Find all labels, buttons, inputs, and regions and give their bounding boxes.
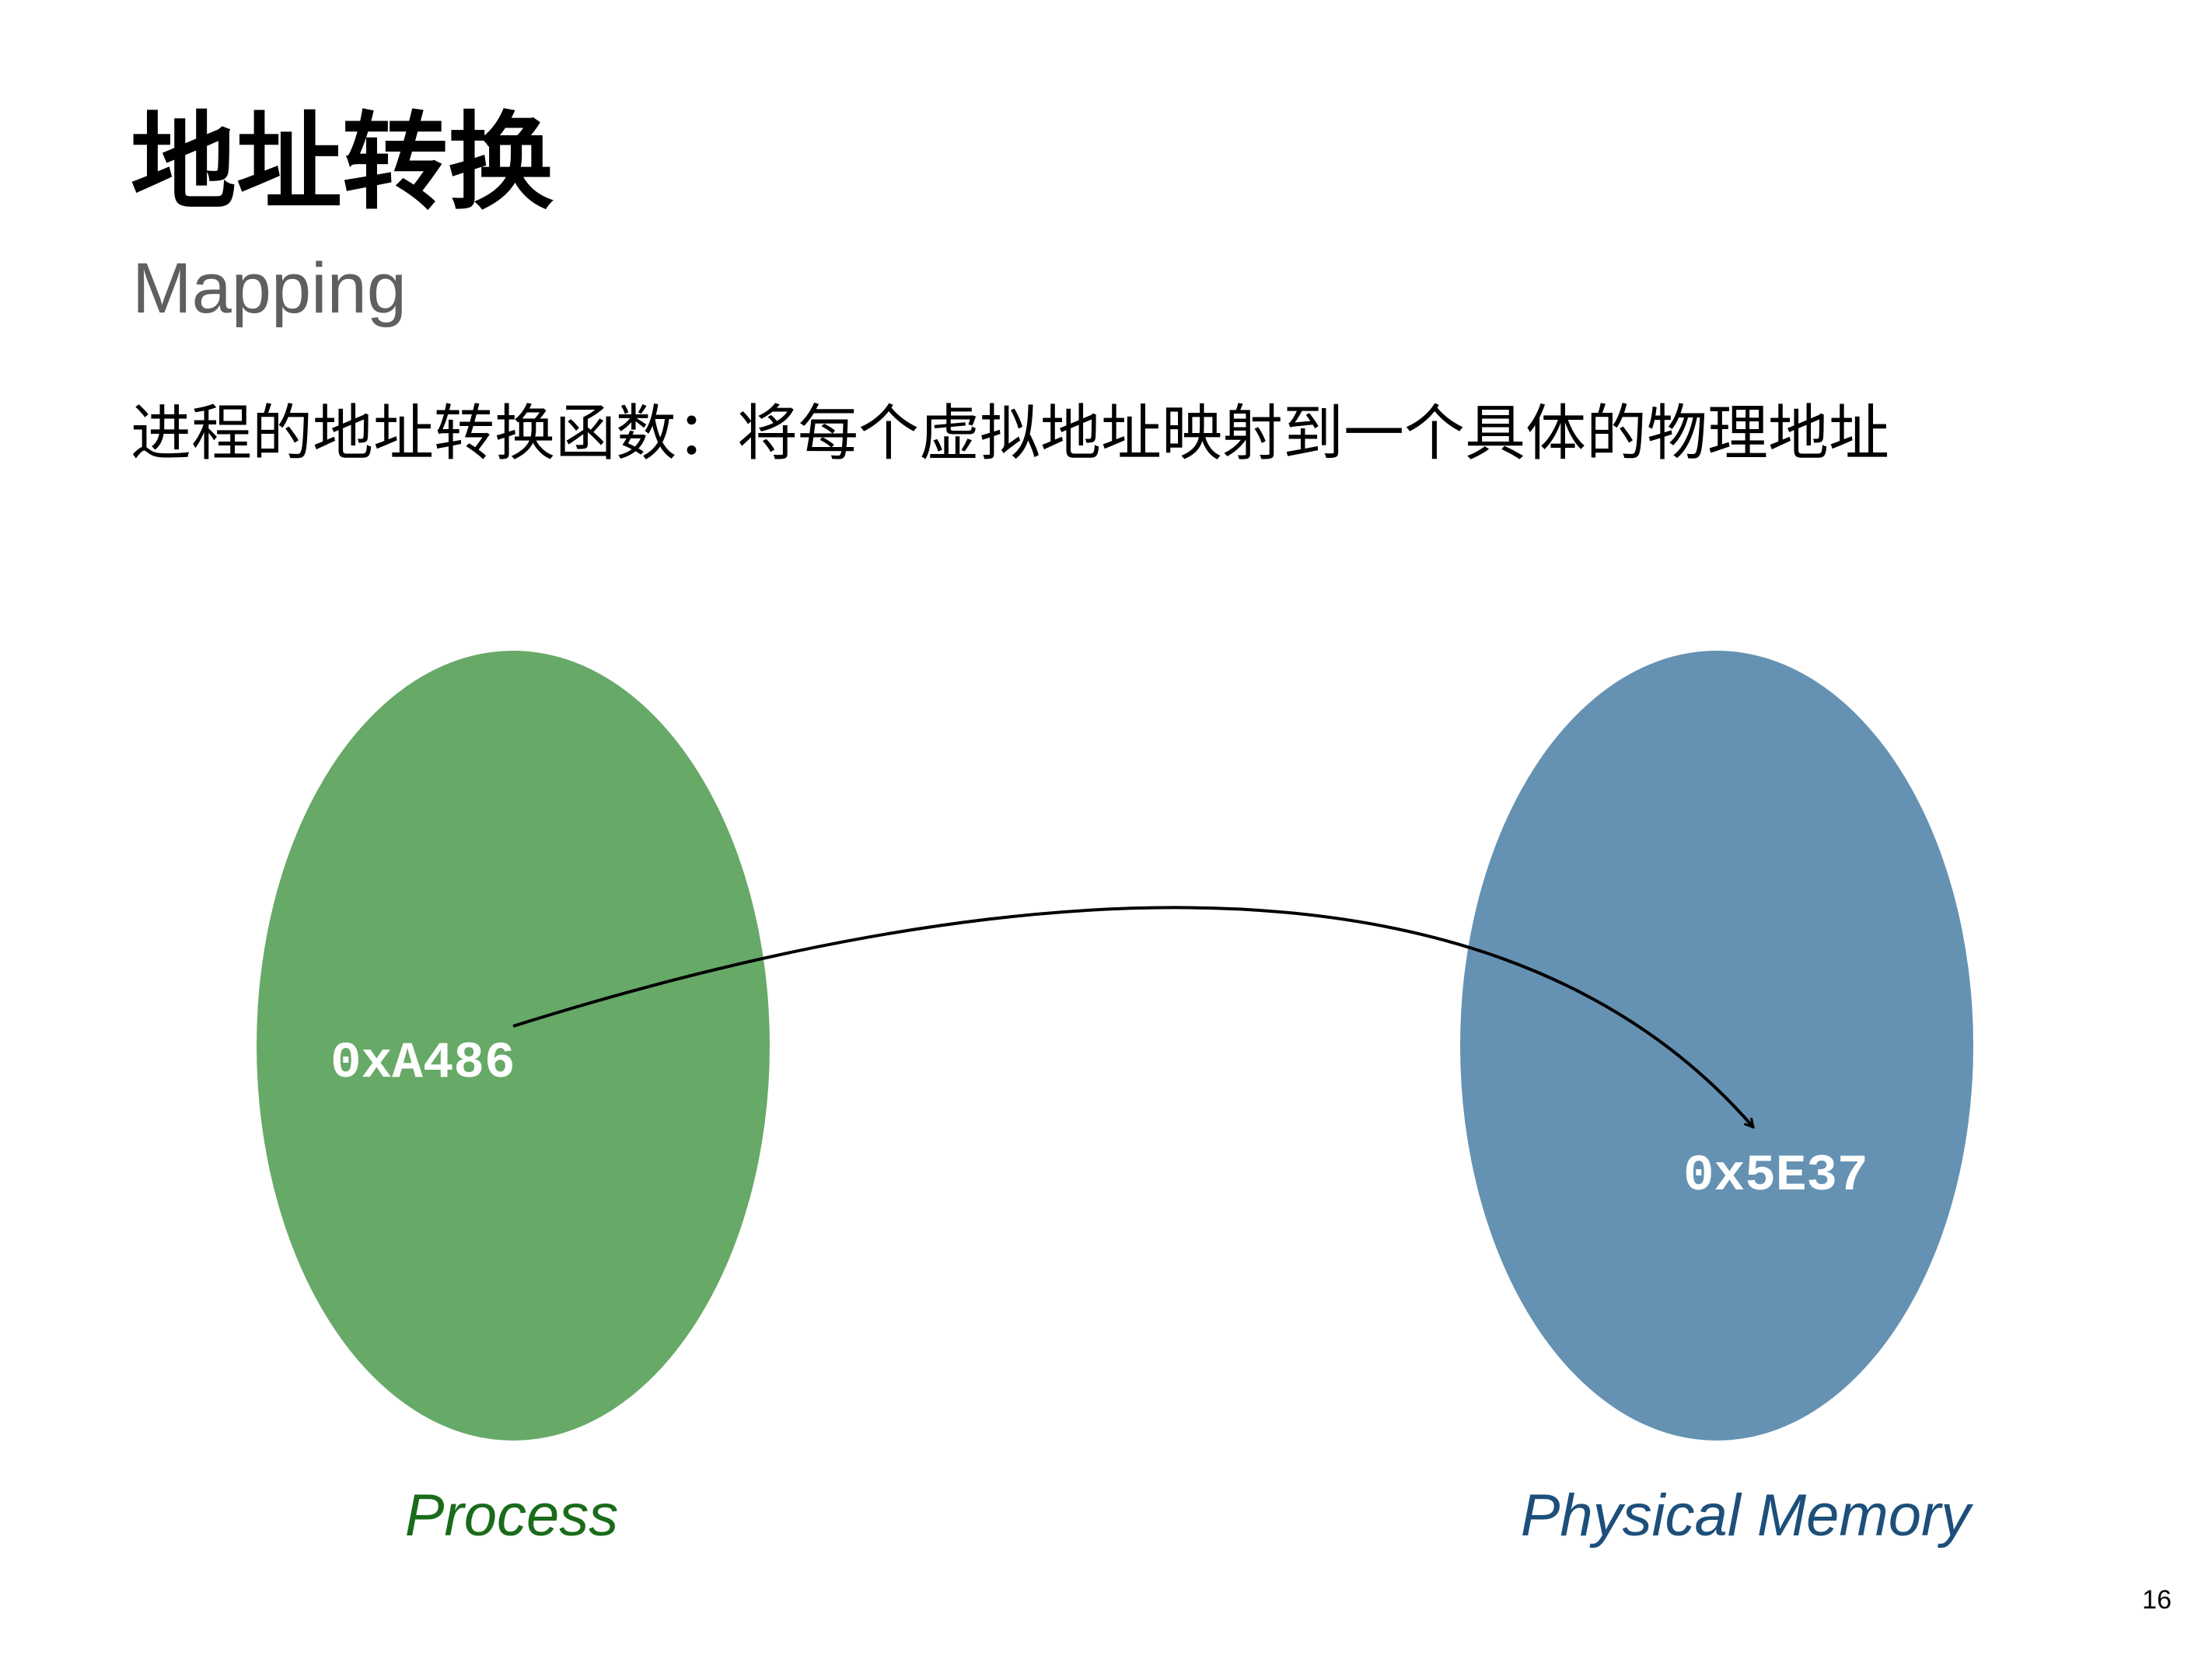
slide-title: 地址转换: [131, 102, 554, 225]
slide-description: 进程的地址转换函数：将每个虚拟地址映射到一个具体的物理地址: [131, 399, 1890, 469]
slide-subtitle: Mapping: [132, 249, 407, 328]
page-number: 16: [2142, 1585, 2172, 1615]
physical-memory-label: Physical Memory: [1521, 1483, 1974, 1549]
process-address-space: [257, 651, 770, 1441]
physical-memory-space: [1460, 651, 1973, 1441]
mapping-arrow: [512, 906, 1753, 1127]
process-label: Process: [405, 1483, 619, 1549]
virtual-address-label: 0xA486: [330, 1034, 515, 1092]
physical-address-label: 0x5E37: [1683, 1147, 1868, 1205]
